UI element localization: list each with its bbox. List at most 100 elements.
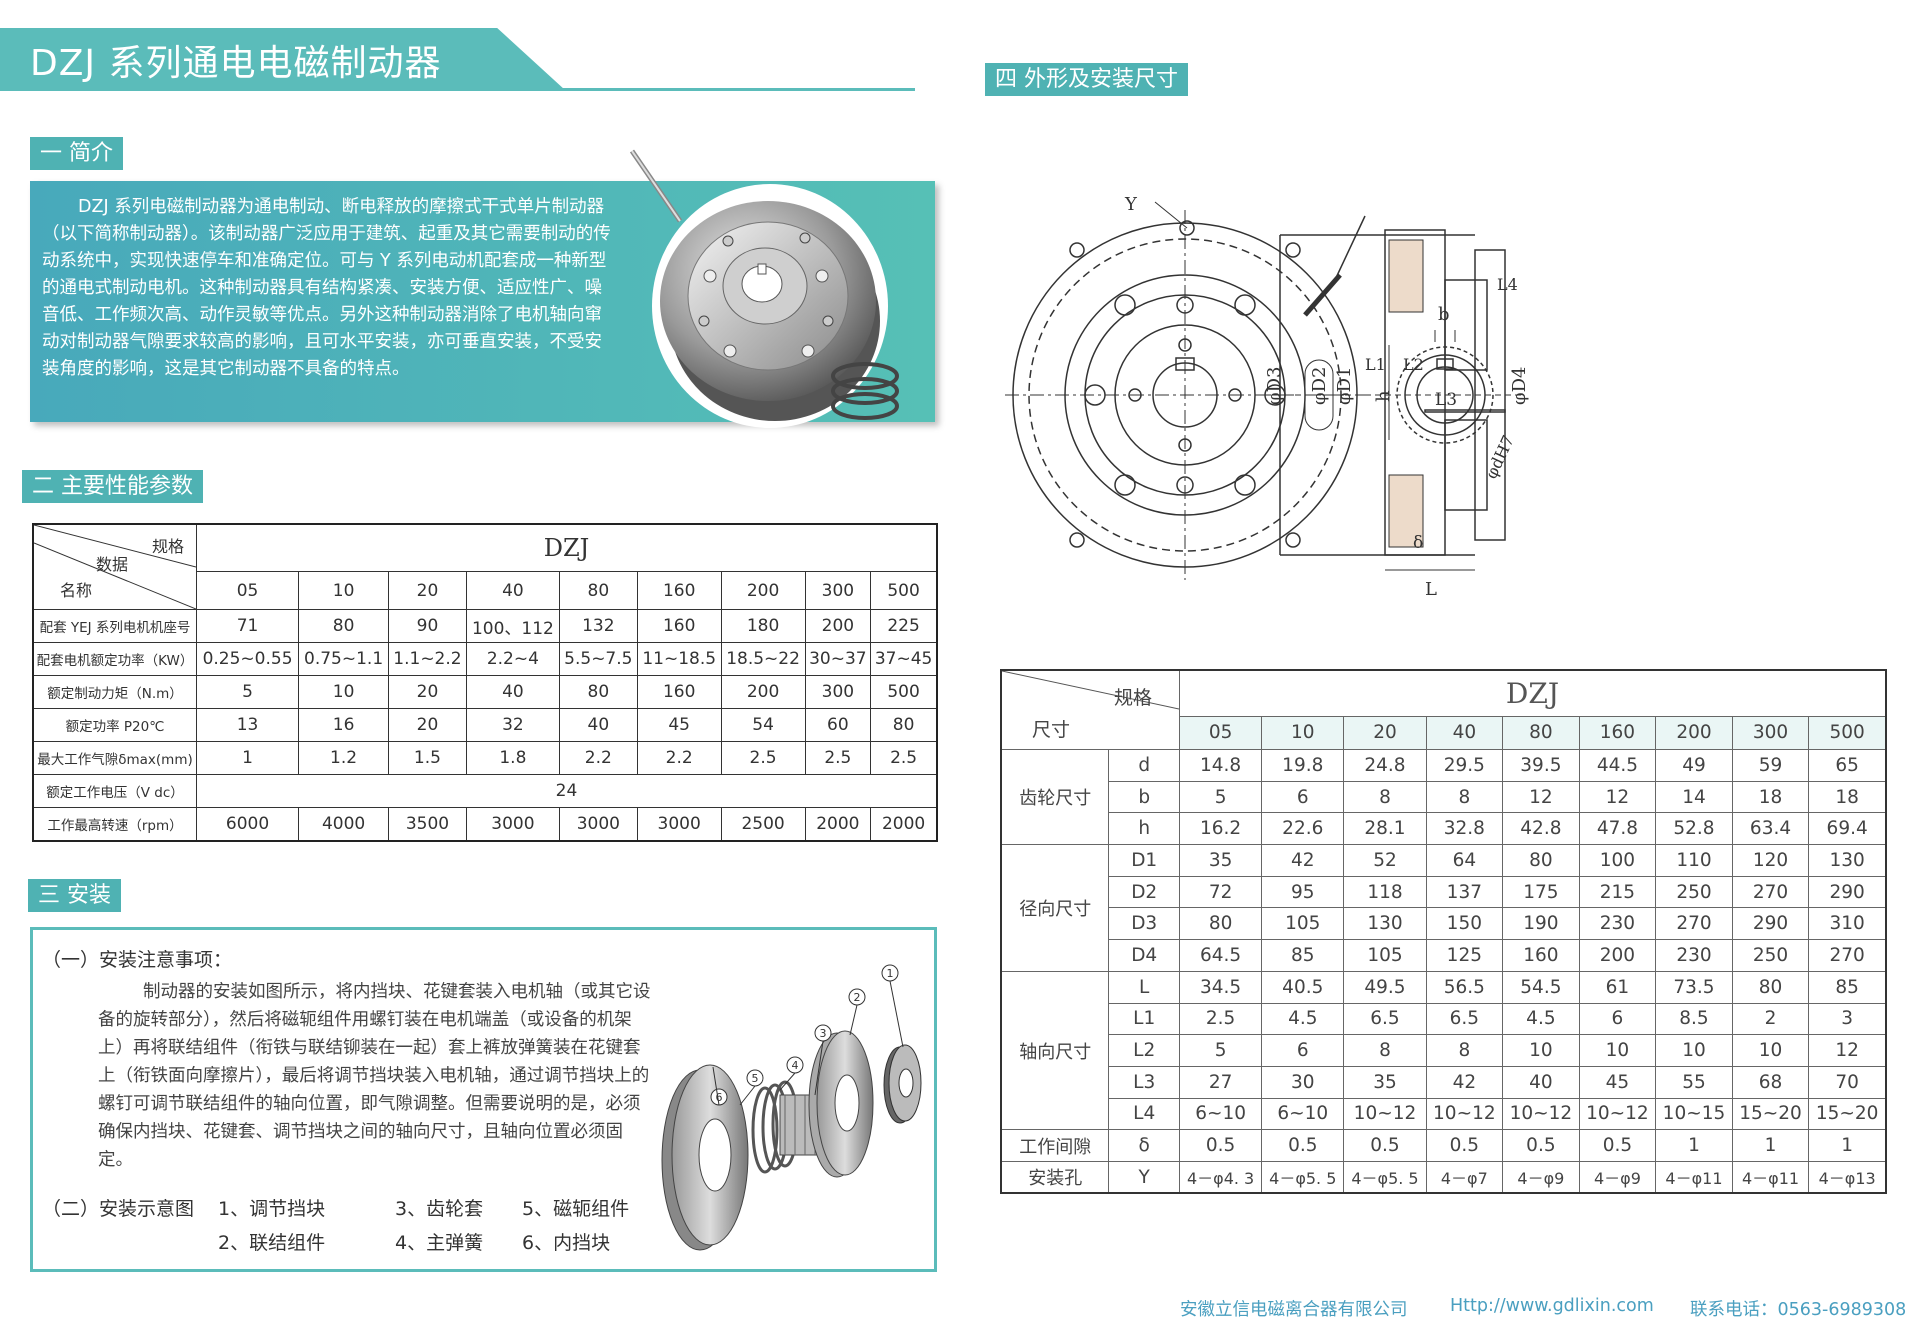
dim-cell: 85 [1261,939,1345,972]
dim-cell: 310 [1808,907,1887,941]
dim-group-label: 工作间隙 [1000,1129,1110,1162]
dim-cell: 1 [1731,1129,1810,1162]
dim-cell: 63.4 [1731,812,1810,846]
perf-cell: 132 [558,609,638,643]
perf-size-40: 40 [465,571,560,610]
perf-cell: 30~37 [804,642,872,676]
perf-size-05: 05 [195,571,300,610]
dim-size-05: 05 [1178,715,1263,751]
legend-item-1: 1、调节挡块 [218,1198,326,1220]
perf-cell: 100、112 [465,609,560,643]
perf-cell: 5 [195,675,300,709]
dim-symbol: Y [1108,1160,1180,1194]
perf-cell: 40 [558,708,638,742]
legend-item-2: 2、联结组件 [218,1232,326,1254]
dim-cell: 10~12 [1578,1097,1657,1131]
dim-cell: 4－φ7 [1425,1160,1504,1194]
dim-cell: 69.4 [1808,812,1887,846]
legend-item-6: 6、内挡块 [522,1232,611,1254]
dim-cell: 8 [1425,1034,1504,1067]
perf-cell: 500 [870,675,938,709]
perf-cell: 3000 [636,807,722,841]
install-panel [30,927,937,1272]
perf-cell: 90 [388,609,467,643]
perf-cell: 60 [804,708,872,742]
dim-cell: 47.8 [1578,812,1657,846]
dim-size-300: 300 [1731,715,1810,751]
dim-cell: 0.5 [1425,1129,1504,1162]
dim-cell: 10~12 [1502,1097,1580,1131]
perf-cell: 0.25~0.55 [195,642,300,676]
dim-cell: 40 [1502,1065,1580,1099]
perf-cell: 80 [870,708,938,742]
dim-cell: 160 [1502,939,1580,972]
dim-cell: 137 [1425,875,1504,909]
perf-cell: 160 [636,675,722,709]
product-photo [629,149,899,428]
dim-cell: 35 [1178,844,1263,877]
dim-cell: 14.8 [1178,749,1263,782]
title-underline [0,88,915,91]
perf-cell: 200 [720,675,806,709]
perf-row-label: 额定制动力矩（N.m） [32,675,197,709]
dim-cell: 42 [1425,1065,1504,1099]
dim-cell: 110 [1655,844,1733,877]
install-heading-diagram: （二）安装示意图 [42,1198,195,1220]
dim-corner-dim: 尺寸 [1032,719,1071,741]
exploded-view-diagram: 1 2 3 4 5 6 [661,964,922,1251]
dim-symbol: D4 [1108,939,1180,972]
perf-cell: 3000 [558,807,638,841]
dim-cell: 10 [1578,1034,1657,1067]
perf-cell: 80 [558,675,638,709]
label-L3: L3 [1435,390,1457,410]
dim-cell: 10 [1731,1034,1810,1067]
dim-cell: 250 [1731,939,1810,972]
dim-cell: 4－φ5. 5 [1261,1160,1345,1194]
dim-cell: 118 [1343,875,1427,909]
dim-cell: 6 [1261,780,1345,814]
dim-group-label: 齿轮尺寸 [1000,748,1110,846]
perf-size-160: 160 [636,571,722,610]
dim-cell: 230 [1578,907,1657,941]
perf-cell: 18.5~22 [720,642,806,676]
dim-cell: 12 [1578,780,1657,814]
dim-cell: 290 [1808,875,1887,909]
perf-cell: 71 [195,609,300,643]
dim-symbol: D3 [1108,907,1180,941]
dim-cell: 2 [1731,1002,1810,1036]
footer-url[interactable]: Http://www.gdlixin.com [1450,1296,1654,1316]
label-D1: φD1 [1334,367,1355,406]
dim-cell: 85 [1808,970,1887,1004]
title-banner [0,28,565,90]
callout-3: 3 [820,1027,827,1040]
dim-cell: 4－φ4. 3 [1178,1160,1263,1194]
dim-cell: 1 [1808,1129,1887,1162]
perf-corner-name: 名称 [60,581,93,600]
dim-cell: 5 [1178,780,1263,814]
label-D3: φD3 [1264,367,1285,406]
perf-size-80: 80 [558,571,638,610]
intro-paragraph: DZJ 系列电磁制动器为通电制动、断电释放的摩擦式干式单片制动器（以下简称制动器… [42,197,611,379]
label-L: L [1425,579,1437,600]
dim-cell: 4－φ9 [1578,1160,1657,1194]
perf-corner-data: 数据 [96,555,129,574]
dim-cell: 27 [1178,1065,1263,1099]
dim-cell: 0.5 [1178,1129,1263,1162]
dim-size-160: 160 [1578,715,1657,751]
dim-cell: 54.5 [1502,970,1580,1004]
dim-cell: 6~10 [1178,1097,1263,1131]
install-heading-notes: （一）安装注意事项： [42,949,233,971]
dim-size-80: 80 [1502,715,1580,751]
dim-cell: 52 [1343,844,1427,877]
dim-cell: 4－φ11 [1731,1160,1810,1194]
dim-cell: 270 [1808,939,1887,972]
perf-cell: 40 [465,675,560,709]
dim-cell: 28.1 [1343,812,1427,846]
legend-item-3: 3、齿轮套 [395,1198,484,1220]
